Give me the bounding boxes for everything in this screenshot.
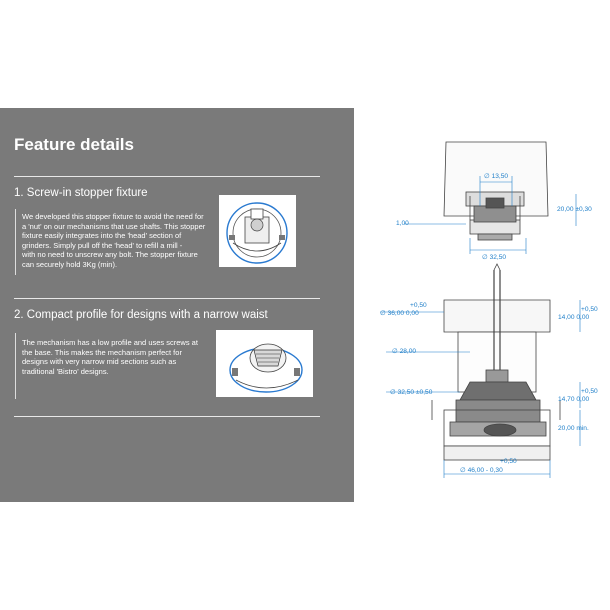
body-line: fixture easily integrates into the 'head… — [22, 231, 182, 241]
dim-14-70: 14,70 0,00 — [558, 396, 590, 403]
body-line: designs with very narrow mid sections su… — [22, 357, 177, 367]
dim-1-00: 1,00 — [396, 220, 409, 227]
tol-plus: +0,50 — [410, 302, 427, 309]
dim-diameter-36-00: ∅ 36,00 0,00 — [380, 310, 419, 317]
section-2-accent — [15, 333, 16, 399]
stopper-fixture-image — [219, 195, 296, 267]
divider — [14, 176, 320, 177]
tol-plus: +0,50 — [581, 388, 598, 395]
dim-diameter-32-50-bottom: ∅ 32,50 ±0,50 — [390, 389, 433, 396]
feature-panel — [0, 108, 354, 502]
body-line: a 'nut' on our mechanisms that use shaft… — [22, 221, 206, 231]
dim-diameter-13-50: ∅ 13,50 — [484, 173, 509, 180]
dim-14-00: 14,00 0,00 — [558, 314, 590, 321]
body-line: can securely hold 3Kg (min). — [22, 259, 118, 269]
tol-plus: +0,50 — [500, 458, 517, 465]
section-2-body: The mechanism has a low profile and uses… — [22, 338, 222, 376]
body-line: The mechanism has a low profile and uses… — [22, 338, 198, 347]
dim-height-20-00: 20,00 ±0,30 — [557, 206, 592, 213]
body-line: with no need to unscrew any bolt. The st… — [22, 250, 198, 260]
dim-diameter-46-00: ∅ 46,00 - 0,30 — [460, 467, 503, 474]
dim-diameter-28-00: ∅ 28,00 — [392, 348, 417, 355]
tol-plus: +0,50 — [581, 306, 598, 313]
dim-20-00-min: 20,00 min. — [558, 425, 589, 432]
body-line: We developed this stopper fixture to avo… — [22, 212, 204, 221]
body-line: traditional 'Bistro' designs. — [22, 366, 109, 376]
section-1-heading: 1. Screw-in stopper fixture — [14, 187, 148, 199]
section-1-accent — [15, 209, 16, 275]
divider — [14, 298, 320, 299]
section-1-body: We developed this stopper fixture to avo… — [22, 212, 222, 270]
technical-drawing — [380, 141, 581, 478]
section-2-heading: 2. Compact profile for designs with a na… — [14, 309, 268, 321]
body-line: grinders. Simply pull off the 'head' to … — [22, 240, 183, 250]
compact-profile-image — [216, 330, 313, 397]
divider — [14, 416, 320, 417]
dim-diameter-32-50-top: ∅ 32,50 — [482, 254, 507, 261]
body-line: the base. This makes the mechanism perfe… — [22, 347, 182, 357]
panel-title: Feature details — [14, 135, 134, 154]
